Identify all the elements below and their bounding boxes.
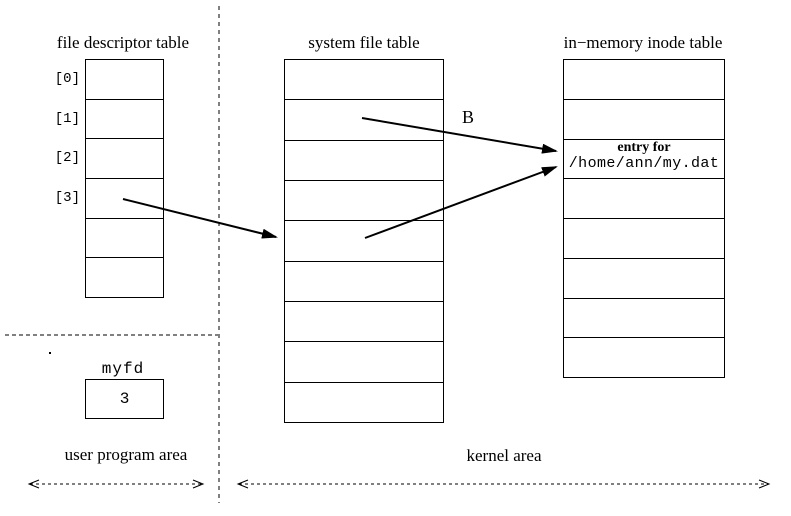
table-row (564, 138, 724, 179)
inode-table (563, 59, 725, 378)
inode-entry-cell: entry for /home/ann/my.dat (564, 140, 724, 172)
fd-row-label-2: [2] (54, 150, 80, 166)
user-program-area-label: user program area (64, 445, 188, 464)
stray-dot (49, 352, 51, 354)
table-row (285, 60, 443, 99)
fd-table-title: file descriptor table (56, 33, 190, 52)
table-row (285, 139, 443, 180)
table-row (86, 257, 163, 297)
myfd-box: 3 (85, 379, 164, 419)
system-file-table-title: system file table (308, 33, 420, 52)
table-row (564, 98, 724, 139)
table-row (285, 220, 443, 260)
kernel-area-label: kernel area (466, 446, 542, 465)
fd-row-label-1: [1] (54, 111, 80, 127)
table-row (285, 260, 443, 301)
arrow-b-label: B (462, 107, 475, 127)
table-row (285, 341, 443, 381)
table-row (285, 381, 443, 422)
fd-row-label-3: [3] (54, 190, 80, 206)
fd-table (85, 59, 164, 298)
table-row (285, 300, 443, 341)
table-row (86, 138, 163, 178)
kernel-area-extent-arrow (236, 479, 771, 489)
table-row (86, 178, 163, 218)
myfd-value: 3 (119, 390, 130, 408)
fd-row-label-0: [0] (54, 71, 80, 87)
table-row (564, 297, 724, 338)
table-row (564, 218, 724, 258)
inode-entry-path: /home/ann/my.dat (568, 155, 720, 172)
system-file-table (284, 59, 444, 423)
inode-entry-caption: entry for (617, 140, 671, 155)
table-row (564, 178, 724, 218)
table-row (285, 99, 443, 139)
table-row (86, 60, 163, 99)
table-row (86, 98, 163, 139)
myfd-label: myfd (101, 360, 145, 378)
table-row (285, 179, 443, 220)
table-row (564, 257, 724, 298)
table-row (86, 217, 163, 258)
user-area-extent-arrow (27, 479, 205, 489)
table-row (564, 60, 724, 99)
inode-table-title: in−memory inode table (563, 33, 723, 52)
table-row (564, 337, 724, 377)
